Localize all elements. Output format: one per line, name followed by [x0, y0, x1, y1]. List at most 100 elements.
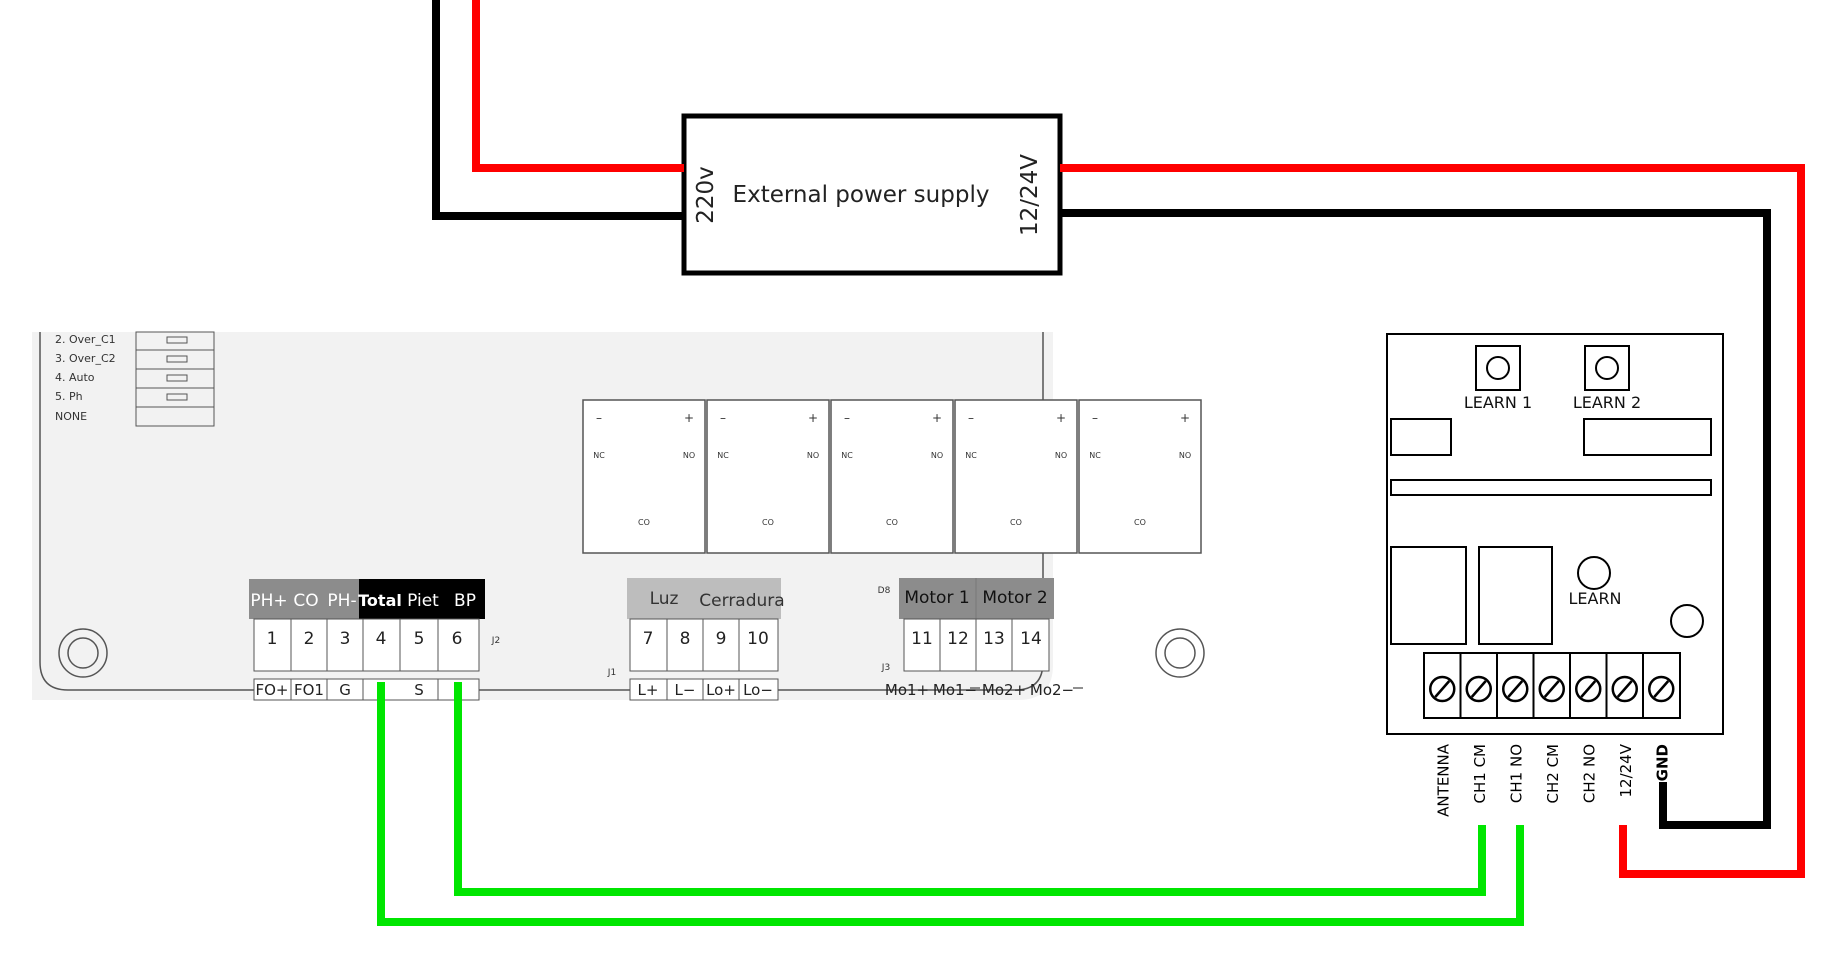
relay-nc-label: NC	[717, 451, 729, 460]
relay-plus-label: +	[684, 411, 694, 425]
learn2-button-icon	[1595, 356, 1619, 380]
status-led	[1670, 604, 1704, 638]
mounting-hole-right	[1155, 628, 1205, 678]
header-cell	[249, 579, 285, 619]
terminal-function: Lo−	[743, 681, 773, 699]
power-supply-input-label: 220v	[693, 166, 719, 224]
learn2-button[interactable]	[1584, 345, 1630, 391]
screw-terminal[interactable]	[1429, 675, 1456, 703]
terminal-number: 14	[1020, 629, 1042, 649]
terminal-number: 6	[452, 629, 463, 649]
terminal-function: FO+	[255, 681, 288, 699]
screw-terminal[interactable]	[1648, 675, 1675, 703]
terminal-label: CH2 CM	[1544, 744, 1562, 803]
screw-terminal[interactable]	[1575, 675, 1602, 703]
receiver-component	[1390, 418, 1452, 456]
terminal-number: 4	[376, 629, 387, 649]
learn1-button[interactable]	[1475, 345, 1521, 391]
connector-tag: D8	[878, 586, 891, 596]
mounting-hole-left	[58, 628, 108, 678]
learn1-button-icon	[1486, 356, 1510, 380]
dip-switch-3	[166, 374, 188, 382]
terminal-label: CH2 NO	[1580, 744, 1598, 803]
relay-co-label: CO	[762, 518, 774, 527]
j2-header: PH+	[250, 591, 287, 611]
header-cell	[359, 579, 400, 619]
wire-dc-ground	[1060, 209, 1771, 829]
receiver-relay	[1478, 546, 1553, 645]
terminal-number: 5	[414, 629, 425, 649]
receiver-relay	[1390, 546, 1467, 645]
terminal-function: S	[414, 681, 424, 699]
receiver-screws	[1429, 653, 1675, 718]
wire-220v-neutral	[432, 0, 684, 220]
relay-nc-label: NC	[1089, 451, 1101, 460]
dip-switch-4	[166, 393, 188, 401]
relay-plus-label: +	[932, 411, 942, 425]
terminal-function: Mo2−	[1030, 681, 1074, 699]
relay-no-label: NO	[931, 451, 943, 460]
screw-terminal[interactable]	[1611, 675, 1638, 703]
relay-minus-label: –	[596, 411, 602, 425]
relay-minus-label: –	[844, 411, 850, 425]
relay-co-label: CO	[1010, 518, 1022, 527]
wire-dc-positive	[1060, 164, 1805, 878]
terminal-block-j2: PH+ CO PH- Total Piet BP 1 2 3 4 5 6 J2 …	[249, 579, 500, 701]
terminal-number: 10	[747, 629, 769, 649]
header-cell	[400, 579, 446, 619]
external-power-supply: External power supply 220v 12/24V	[681, 113, 1063, 276]
j2-header: Piet	[407, 591, 439, 611]
relay-co-label: CO	[638, 518, 650, 527]
wire-signal-total	[377, 682, 1524, 926]
relay-minus-label: –	[968, 411, 974, 425]
j1-header: Cerradura	[699, 591, 784, 611]
relay-no-label: NO	[807, 451, 819, 460]
relay-co-label: CO	[886, 518, 898, 527]
learn-button[interactable]	[1577, 556, 1611, 590]
relay-no-label: NO	[1179, 451, 1191, 460]
header-cell	[899, 578, 976, 619]
terminal-function: Mo1+	[885, 681, 929, 699]
terminal-function: FO1	[294, 681, 324, 699]
terminal-label: ANTENNA	[1434, 743, 1452, 817]
relay-plus-label: +	[1180, 411, 1190, 425]
j2-header: PH-	[327, 591, 356, 611]
screw-terminal[interactable]	[1465, 675, 1492, 703]
dip-label: 5. Ph	[55, 390, 83, 403]
terminal-label: GND	[1653, 744, 1671, 781]
header-cell	[976, 578, 1054, 619]
relay-nc-label: NC	[593, 451, 605, 460]
screw-terminal[interactable]	[1502, 675, 1529, 703]
dip-switch-panel: 2. Over_C1 3. Over_C2 4. Auto 5. Ph NONE	[55, 331, 215, 427]
header-cell	[285, 579, 321, 619]
connector-tag: J2	[491, 636, 500, 646]
relay-minus-label: –	[720, 411, 726, 425]
j2-header: Total	[358, 591, 402, 610]
terminal-label: 12/24V	[1617, 743, 1635, 797]
dip-label: 4. Auto	[55, 371, 95, 384]
relay-minus-label: –	[1092, 411, 1098, 425]
controller-board: 2. Over_C1 3. Over_C2 4. Auto 5. Ph NONE…	[32, 331, 1205, 701]
learn2-label: LEARN 2	[1573, 393, 1641, 412]
dip-label: 3. Over_C2	[55, 352, 116, 365]
power-supply-output-label: 12/24V	[1017, 154, 1043, 236]
learn1-label: LEARN 1	[1464, 393, 1532, 412]
connector-tag: J1	[607, 668, 616, 678]
terminal-function: L−	[675, 681, 696, 699]
terminal-number: 13	[983, 629, 1005, 649]
terminal-number: 3	[340, 629, 351, 649]
header-cell	[702, 578, 781, 619]
terminal-number: 2	[304, 629, 315, 649]
controller-board-outline	[39, 332, 1044, 691]
terminal-function: G	[339, 681, 351, 699]
screw-terminal[interactable]	[1538, 675, 1565, 703]
learn-label: LEARN	[1568, 589, 1621, 608]
dip-switch-1	[166, 336, 188, 344]
